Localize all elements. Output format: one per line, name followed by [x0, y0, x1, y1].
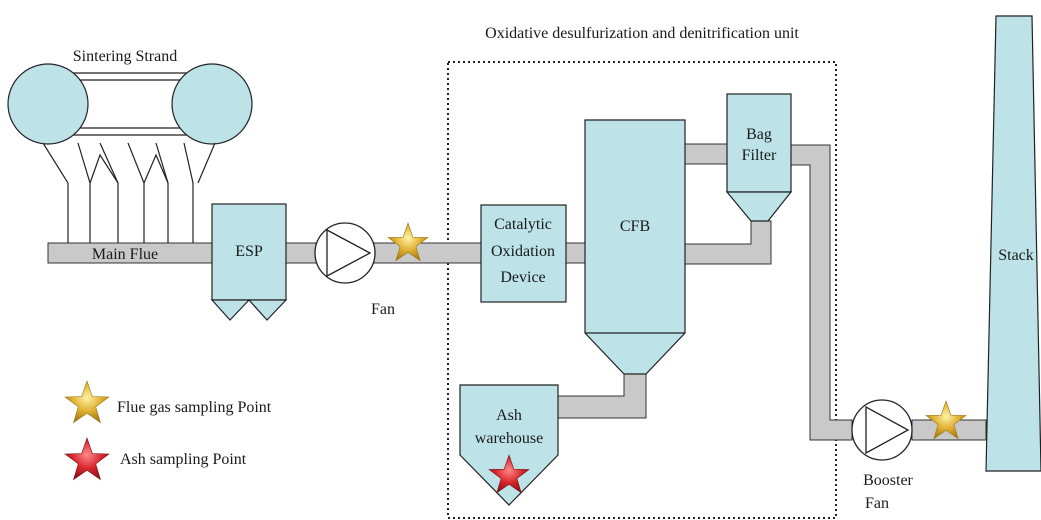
- legend-flue-gas-label: Flue gas sampling Point: [117, 399, 272, 416]
- esp-hopper-left: [210, 299, 251, 321]
- ash-warehouse: [459, 384, 559, 506]
- cfb-tower: [584, 119, 686, 375]
- legend: Flue gas sampling Point Ash sampling Poi…: [64, 380, 272, 481]
- catalytic-label-2: Oxidation: [491, 243, 555, 260]
- pipe-bag-hopper-return: [684, 220, 772, 265]
- stack: [985, 15, 1041, 472]
- fan-label: Fan: [371, 301, 395, 318]
- pipe-fan-to-catalytic: [373, 242, 482, 264]
- bag-filter-box: [726, 93, 792, 193]
- pipe-bag-to-booster: [790, 144, 853, 441]
- fan-triangle: [326, 228, 372, 278]
- legend-ash-label: Ash sampling Point: [120, 451, 247, 468]
- strand-drum-left: [7, 63, 89, 145]
- booster-fan-label-2: Fan: [865, 495, 889, 512]
- sintering-strand-label: Sintering Strand: [73, 48, 177, 65]
- esp-hopper-right: [247, 299, 288, 321]
- booster-fan-triangle: [865, 405, 910, 455]
- esp-label: ESP: [235, 243, 263, 260]
- pipe-esp-to-fan: [285, 242, 317, 264]
- legend-ash-star-icon: [64, 437, 110, 481]
- flue-gas-sampling-star-stack: [925, 400, 967, 440]
- booster-fan-label-1: Booster: [863, 472, 913, 489]
- main-flue-label: Main Flue: [92, 246, 158, 263]
- ash-sampling-star-warehouse: [488, 454, 530, 494]
- strand-drum-right: [171, 63, 253, 145]
- esp-box: [211, 203, 287, 301]
- ash-warehouse-label-1: Ash: [496, 407, 522, 424]
- sintering-strand: [7, 63, 253, 243]
- catalytic-label-3: Device: [500, 269, 545, 286]
- catalytic-oxidation-device: [480, 204, 567, 303]
- ash-warehouse-label-2: warehouse: [475, 430, 543, 447]
- flue-gas-sampling-star-fan: [387, 222, 429, 262]
- bag-filter-hopper: [725, 191, 793, 222]
- pipe-catalytic-to-cfb: [565, 242, 586, 264]
- bag-filter-label-1: Bag: [746, 126, 772, 143]
- bag-filter-label-2: Filter: [742, 147, 777, 164]
- legend-flue-gas-star-icon: [64, 380, 110, 424]
- pipe-cfb-to-ash: [557, 373, 647, 419]
- cfb-label: CFB: [620, 218, 650, 235]
- unit-title: Oxidative desulfurization and denitrific…: [485, 25, 799, 42]
- pipe-cfb-to-bag: [684, 143, 728, 165]
- stack-label: Stack: [998, 247, 1034, 264]
- unit-boundary: [447, 61, 837, 519]
- catalytic-label-1: Catalytic: [494, 216, 552, 233]
